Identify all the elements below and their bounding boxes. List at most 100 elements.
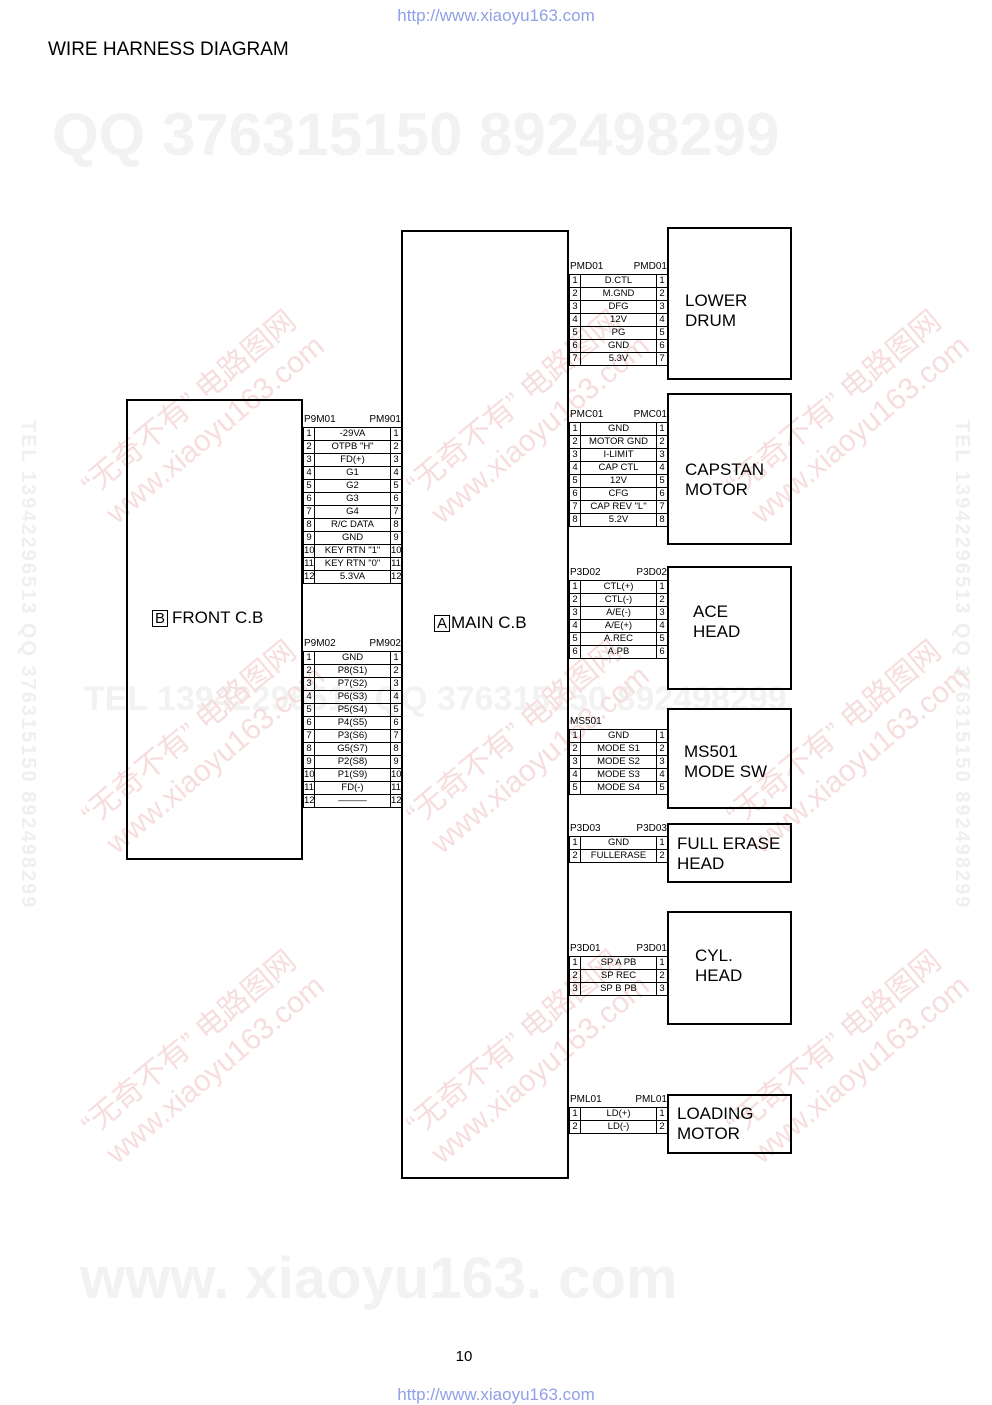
pin-number-left: 2 [569, 287, 581, 301]
pin-signal: G4 [314, 505, 391, 519]
pin-number-left: 12 [303, 794, 315, 808]
pin-number-right: 1 [390, 651, 402, 665]
pin-signal: CTL(-) [580, 593, 657, 607]
pin-number-left: 5 [569, 632, 581, 646]
pin-signal: M.GND [580, 287, 657, 301]
main-cb-board [401, 230, 569, 1179]
pin-number-right: 4 [390, 690, 402, 704]
pin-number-right: 1 [656, 729, 668, 743]
pin-signal: P5(S4) [314, 703, 391, 717]
pin-number-right: 7 [656, 352, 668, 366]
front-cb-name: FRONT C.B [172, 608, 264, 627]
pin-number-left: 1 [569, 580, 581, 594]
pin-number-right: 5 [656, 474, 668, 488]
front-cb-board [126, 399, 303, 860]
pin-signal: CTL(+) [580, 580, 657, 594]
pin-number-right: 8 [656, 513, 668, 527]
pin-number-left: 3 [303, 677, 315, 691]
main-cb-name: MAIN C.B [451, 613, 527, 632]
pin-number-right: 2 [656, 849, 668, 863]
pin-number-right: 7 [656, 500, 668, 514]
pin-number-left: 1 [303, 651, 315, 665]
pin-signal: CAP REV "L" [580, 500, 657, 514]
pin-number-left: 1 [569, 274, 581, 288]
pin-number-right: 5 [390, 479, 402, 493]
watermark-vertical-right: TEL 13942296513 QQ 376315150 892498299 [951, 420, 973, 910]
pin-number-right: 1 [390, 427, 402, 441]
pin-number-right: 7 [390, 729, 402, 743]
pin-number-right: 2 [390, 440, 402, 454]
pin-number-left: 1 [569, 729, 581, 743]
pin-number-right: 1 [656, 956, 668, 970]
pin-number-right: 12 [390, 570, 402, 584]
pin-number-left: 11 [303, 781, 315, 795]
header-url[interactable]: http://www.xiaoyu163.com [397, 6, 595, 25]
pin-number-left: 1 [569, 1107, 581, 1121]
connector-id-left: P9M01 [304, 414, 336, 425]
connector-id-left: P9M02 [304, 638, 336, 649]
pin-number-left: 4 [569, 619, 581, 633]
pin-signal: CAP CTL [580, 461, 657, 475]
pin-signal: SP A PB [580, 956, 657, 970]
lower-drum-box [667, 227, 792, 380]
pin-signal: GND [314, 651, 391, 665]
pin-number-left: 5 [569, 781, 581, 795]
pin-signal: P6(S3) [314, 690, 391, 704]
pin-number-left: 5 [569, 474, 581, 488]
pin-number-right: 1 [656, 422, 668, 436]
pin-number-left: 2 [569, 1120, 581, 1134]
pin-signal: A/E(-) [580, 606, 657, 620]
pin-signal: GND [580, 339, 657, 353]
full-erase-head-box [667, 823, 792, 883]
pin-number-right: 3 [390, 453, 402, 467]
pin-number-right: 6 [390, 716, 402, 730]
pin-number-right: 3 [390, 677, 402, 691]
pin-number-right: 6 [656, 645, 668, 659]
pin-number-right: 1 [656, 836, 668, 850]
pin-number-left: 4 [303, 690, 315, 704]
connector-id-left: P3D01 [570, 943, 601, 954]
pin-number-right: 8 [390, 742, 402, 756]
pin-number-left: 2 [569, 593, 581, 607]
pin-signal: G3 [314, 492, 391, 506]
pin-signal: P2(S8) [314, 755, 391, 769]
pin-signal: 12V [580, 313, 657, 327]
connector-id-left: PMD01 [570, 261, 604, 272]
pin-number-left: 4 [569, 313, 581, 327]
pin-number-right: 4 [390, 466, 402, 480]
pin-number-left: 7 [569, 352, 581, 366]
pin-signal: GND [314, 531, 391, 545]
pin-number-right: 5 [656, 632, 668, 646]
footer-url[interactable]: http://www.xiaoyu163.com [397, 1385, 595, 1404]
pin-signal: 5.2V [580, 513, 657, 527]
